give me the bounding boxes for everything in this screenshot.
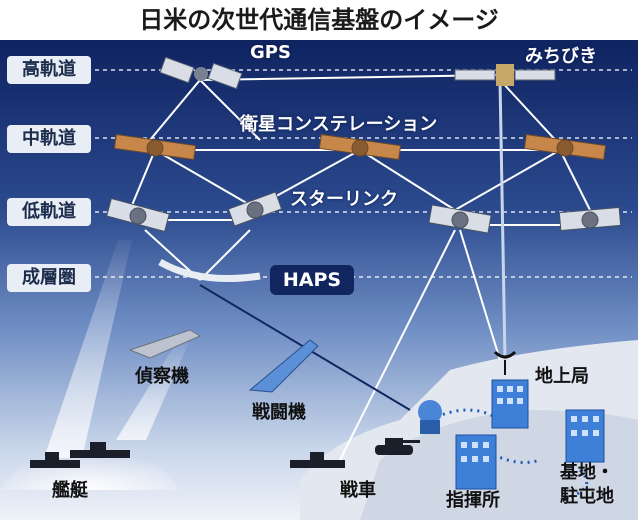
ships-label: 艦艇 [52,480,88,501]
orbit-label-strat: 成層圏 [7,264,91,292]
link-gps-meo2 [199,79,261,141]
link-meo-leo4 [359,149,456,211]
link-meo-leo6 [559,149,591,211]
base-label-2: 駐屯地 [560,486,614,507]
link-gps-mich [199,74,501,81]
gps-label: GPS [250,42,291,63]
link-meo-leo1 [129,149,156,211]
base-label: 基地・ [560,462,614,483]
orbit-label-geo: 高軌道 [7,56,91,84]
orbit-label-meo: 中軌道 [7,125,91,153]
ships-icon [30,442,345,468]
orbit-label-leo: 低軌道 [7,198,91,226]
leo-satellites [106,191,622,234]
tank-label: 戦車 [340,480,376,501]
link-meo-leo2 [154,149,251,206]
fighter-label: 戦闘機 [252,402,306,423]
link-leo-tank [339,229,456,461]
starlink-label: スターリンク [290,189,398,210]
command-label: 指揮所 [446,490,500,511]
haps-badge: HAPS [270,265,354,295]
meo-satellites [113,133,607,161]
recon-label: 偵察機 [135,366,189,387]
diagram-title: 日米の次世代通信基盤のイメージ [0,0,638,40]
recon-aircraft [128,329,202,359]
haps-aircraft [158,258,261,283]
link-mich-ground [498,79,507,361]
beam-left [44,240,132,458]
scene-graphic [0,40,638,520]
dish-icon [493,350,517,375]
constellation-label: 衛星コンステレーション [240,114,438,135]
fighter-jet [248,339,319,393]
michibiki-satellite [454,64,556,86]
link-gps-meo1 [149,79,201,141]
tank-icon [375,438,420,455]
gps-satellite [159,56,243,90]
link-leo-haps2 [199,229,251,281]
michibiki-label: みちびき [525,46,597,67]
link-lines [129,74,591,461]
radome-icon [418,400,442,434]
ground-station-label: 地上局 [535,366,589,387]
building-windows [461,386,599,462]
link-leo-ground [459,229,501,361]
link-mich-meo [499,79,561,146]
coverage-dome [0,430,180,490]
link-meo-leo5 [454,149,561,211]
beam-recon [116,340,190,440]
scene: 高軌道 中軌道 低軌道 成層圏 GPS みちびき 衛星コンステレーション スター… [0,40,638,520]
